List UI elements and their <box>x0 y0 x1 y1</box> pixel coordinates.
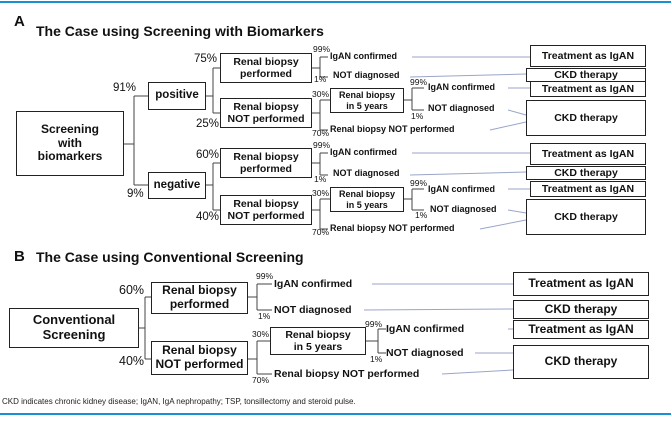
igan-confirmed-label: IgAN confirmed <box>274 278 353 290</box>
section-a-title: The Case using Screening with Biomarkers <box>36 23 324 39</box>
pct-pos-performed: 75% <box>194 53 218 65</box>
pct-positive: 91% <box>113 82 137 94</box>
pct-99: 99% <box>313 44 331 54</box>
pct-1: 1% <box>314 174 327 184</box>
section-b-title: The Case using Conventional Screening <box>36 249 304 265</box>
not-diagnosed-label: NOT diagnosed <box>274 304 352 316</box>
pct-99: 99% <box>313 140 331 150</box>
pct-30: 30% <box>312 89 330 99</box>
bottom-rule <box>0 413 671 415</box>
treatment-box: Treatment as IgAN <box>530 143 646 165</box>
pct-70: 70% <box>312 128 330 138</box>
pct-99: 99% <box>256 271 274 281</box>
not-diagnosed-label: NOT diagnosed <box>333 168 400 178</box>
pct-b-performed: 60% <box>119 283 145 297</box>
pct-1: 1% <box>314 74 327 84</box>
igan-confirmed-label: IgAN confirmed <box>428 184 496 194</box>
pct-1: 1% <box>370 354 383 364</box>
not-diagnosed-label: NOT diagnosed <box>333 70 400 80</box>
ckd-box: CKD therapy <box>526 199 646 235</box>
ckd-box: CKD therapy <box>526 166 646 180</box>
ckd-box: CKD therapy <box>526 68 646 82</box>
pct-b-not-performed: 40% <box>119 354 145 368</box>
pct-1: 1% <box>411 111 424 121</box>
biopsy-not-performed-label: Renal biopsy NOT performed <box>330 223 455 233</box>
negative-box: negative <box>148 172 206 199</box>
not-diagnosed-label: NOT diagnosed <box>428 103 495 113</box>
pct-neg-not-performed: 40% <box>196 211 220 223</box>
ckd-box: CKD therapy <box>526 100 646 136</box>
pct-99: 99% <box>410 178 428 188</box>
pct-1: 1% <box>415 210 428 220</box>
pct-70: 70% <box>312 227 330 237</box>
section-b-letter: B <box>14 248 25 265</box>
not-diagnosed-label: NOT diagnosed <box>386 347 464 359</box>
pct-30: 30% <box>312 188 330 198</box>
treatment-box: Treatment as IgAN <box>513 272 649 296</box>
pct-negative: 9% <box>127 188 144 200</box>
ckd-box: CKD therapy <box>513 300 649 319</box>
igan-confirmed-label: IgAN confirmed <box>330 147 398 157</box>
treatment-box: Treatment as IgAN <box>530 81 646 97</box>
pct-99: 99% <box>365 319 383 329</box>
igan-confirmed-label: IgAN confirmed <box>428 82 496 92</box>
ckd-box: CKD therapy <box>513 345 649 379</box>
pct-1: 1% <box>258 311 271 321</box>
treatment-box: Treatment as IgAN <box>513 320 649 339</box>
footnote: CKD indicates chronic kidney disease; Ig… <box>2 397 356 406</box>
treatment-box: Treatment as IgAN <box>530 45 646 67</box>
top-rule <box>0 1 671 3</box>
igan-confirmed-label: IgAN confirmed <box>330 51 398 61</box>
pct-neg-performed: 60% <box>196 149 220 161</box>
not-diagnosed-label: NOT diagnosed <box>430 204 497 214</box>
pct-pos-not-performed: 25% <box>196 118 220 130</box>
pct-70: 70% <box>252 375 270 385</box>
pct-30: 30% <box>252 329 270 339</box>
biopsy-not-performed-label: Renal biopsy NOT performed <box>274 368 420 380</box>
positive-box: positive <box>148 82 206 110</box>
igan-confirmed-label: IgAN confirmed <box>386 323 465 335</box>
treatment-box: Treatment as IgAN <box>530 181 646 197</box>
pct-99: 99% <box>410 77 428 87</box>
section-a-letter: A <box>14 13 25 30</box>
biopsy-not-performed-label: Renal biopsy NOT performed <box>330 124 455 134</box>
